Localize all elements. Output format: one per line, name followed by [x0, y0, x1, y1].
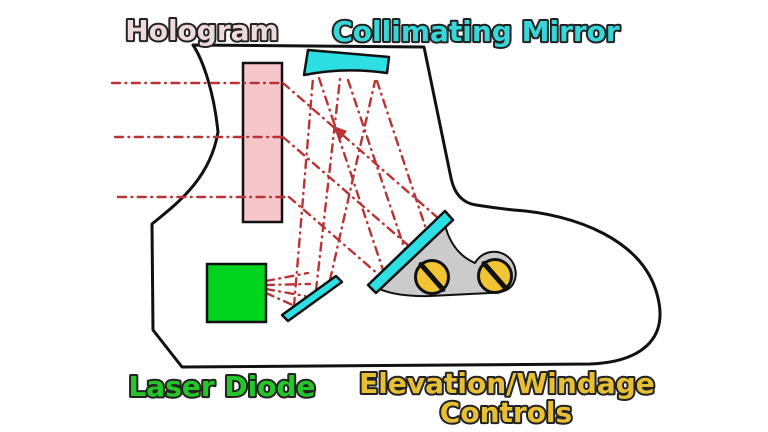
diagram-labels: Hologram Collimating Mirror Laser Diode … — [123, 12, 657, 431]
hologram-label: Hologram — [125, 14, 278, 47]
fold-to-collimator-beam — [292, 76, 315, 308]
elevation-knob — [414, 259, 450, 295]
elevation-knob-slot — [418, 262, 446, 292]
turning-mirror-shape — [366, 209, 455, 295]
laser-diode-fan-beam — [264, 287, 307, 298]
beam-direction-arrowhead — [331, 125, 347, 140]
laser-diode-fan-beam — [264, 282, 312, 287]
collimator-to-mirror-beam — [375, 79, 428, 231]
hologram-plate — [241, 61, 284, 224]
elevation-windage-label-line1: Elevation/Windage — [359, 367, 655, 400]
windage-knob — [477, 258, 513, 294]
fold-to-collimator-beam — [314, 77, 342, 292]
collimator-to-mirror-beam — [317, 76, 385, 272]
laser-diode-fan-beam — [264, 271, 310, 283]
elevation-windage-label-line2: Controls — [440, 396, 572, 429]
laser-diode-label: Laser Diode — [128, 370, 315, 403]
collimating-mirror-label: Collimating Mirror — [332, 15, 620, 48]
mirror-to-hologram-beam — [287, 195, 381, 277]
laser-beam-paths — [110, 76, 440, 309]
collimating-mirror-shape — [302, 48, 391, 77]
windage-knob-slot — [481, 261, 509, 291]
laser-diode-fan-beam — [264, 291, 299, 309]
fold-mirror-shape — [280, 274, 344, 323]
laser-diode-shape — [205, 262, 268, 324]
mirror-to-hologram-beam — [281, 135, 411, 248]
